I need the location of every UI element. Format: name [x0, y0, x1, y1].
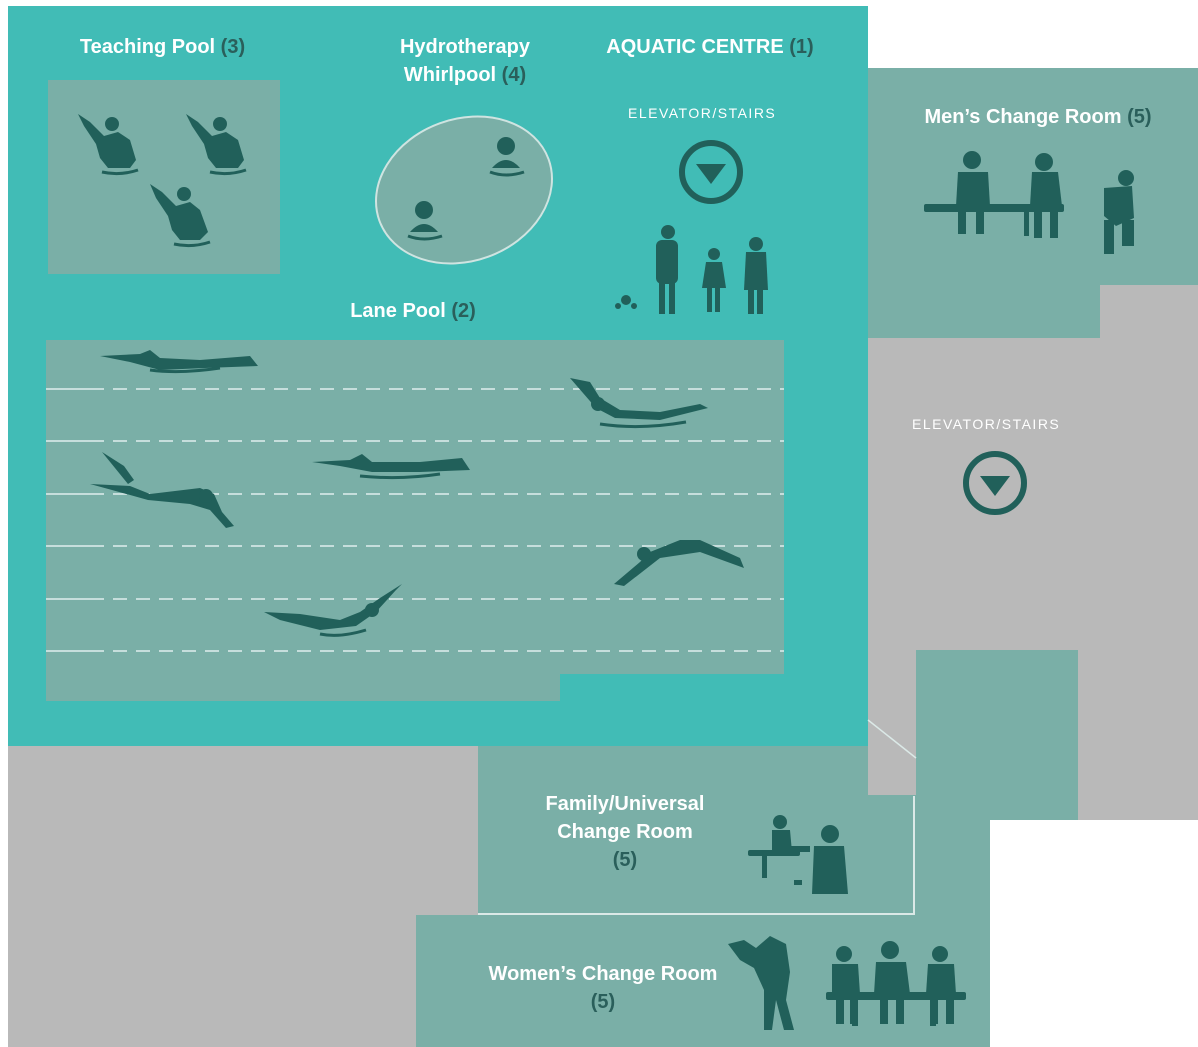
- swimmer-icon: [264, 584, 402, 637]
- lane-pool-label: Lane Pool (2): [350, 300, 476, 322]
- family-change-room-label: Family/Universal Change Room (5): [545, 793, 705, 871]
- connector-line: [867, 719, 917, 759]
- swimmer-icon: [570, 378, 708, 429]
- exercising-person-icon: [78, 114, 139, 176]
- parent-and-child-icon: [748, 815, 848, 894]
- women-in-change-room-icon: [728, 936, 966, 1030]
- swimmer-icons: [78, 114, 1134, 1030]
- whirlpool-label: Hydrotherapy Whirlpool (4): [399, 36, 531, 86]
- womens-change-room-label: Women’s Change Room (5): [488, 963, 718, 1013]
- elevator-label: ELEVATOR/STAIRS: [912, 416, 1061, 432]
- swimmer-icon: [614, 540, 744, 586]
- swimmer-icon: [100, 350, 258, 374]
- family-group-icon: [615, 225, 768, 314]
- exercising-person-icon: [150, 184, 211, 248]
- teaching-pool-label: Teaching Pool (3): [79, 36, 246, 58]
- bather-icon: [489, 137, 525, 177]
- swimmer-icon: [312, 454, 470, 480]
- grey-area-lower-left: [8, 915, 416, 1047]
- lane-pool: [46, 340, 784, 701]
- bather-icon: [407, 201, 443, 241]
- grey-area-right: [866, 285, 1198, 820]
- exercising-person-icon: [186, 114, 247, 176]
- down-arrow-circle-icon[interactable]: [679, 140, 743, 204]
- elevator-label: ELEVATOR/STAIRS: [628, 105, 777, 121]
- change-rooms-lower: [416, 650, 1078, 1047]
- mens-change-room-label: Men’s Change Room (5): [924, 106, 1152, 128]
- men-on-bench-icon: [924, 151, 1134, 254]
- swimmer-icon: [90, 452, 234, 528]
- aquatic-centre-label: AQUATIC CENTRE (1): [606, 36, 814, 58]
- family-room-divider: [478, 796, 915, 915]
- teaching-pool: [48, 80, 280, 274]
- down-arrow-circle-icon[interactable]: [963, 451, 1027, 515]
